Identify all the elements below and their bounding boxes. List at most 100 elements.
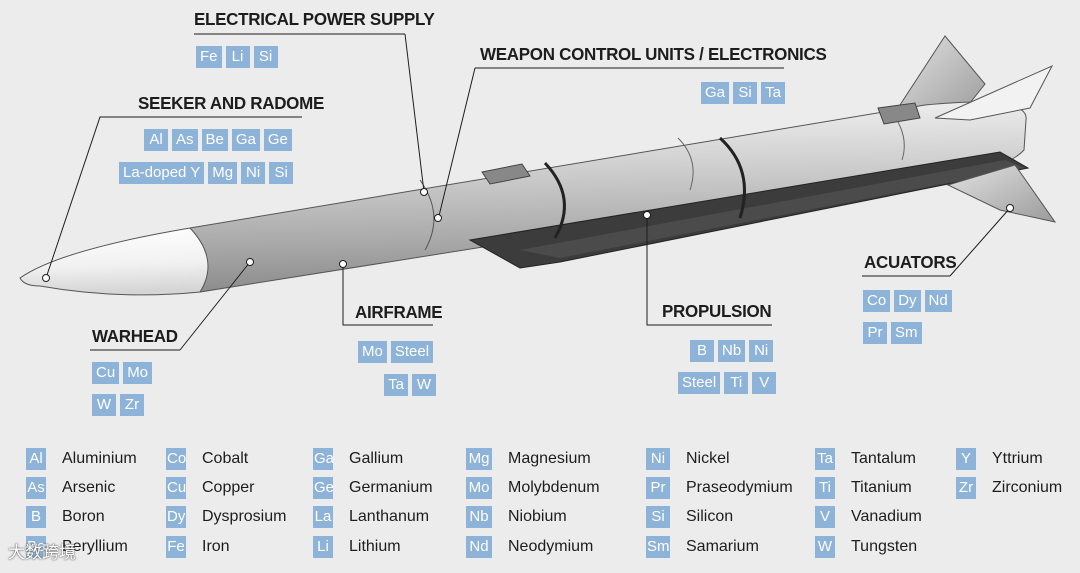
legend-name: Silicon bbox=[686, 508, 734, 525]
legend-name: Aluminium bbox=[62, 450, 137, 467]
legend-symbol: Zr bbox=[956, 477, 976, 499]
airframe-row-1: Mo Steel bbox=[358, 341, 434, 363]
legend-name: Lithium bbox=[349, 538, 401, 555]
legend-symbol: V bbox=[815, 506, 835, 528]
legend-name: Magnesium bbox=[508, 450, 591, 467]
legend-symbol: Dy bbox=[166, 506, 186, 528]
legend-symbol: Si bbox=[646, 506, 670, 528]
legend-symbol: Ta bbox=[815, 448, 835, 470]
actuators-title: ACUATORS bbox=[864, 252, 957, 273]
legend-name: Praseodymium bbox=[686, 479, 793, 496]
element-chip: Be bbox=[201, 129, 228, 151]
warhead-row-1: Cu Mo bbox=[92, 362, 153, 384]
element-chip: Dy bbox=[894, 290, 921, 312]
legend-item: As Arsenic bbox=[26, 477, 115, 499]
element-chip: Fe bbox=[196, 46, 222, 68]
legend-name: Tantalum bbox=[851, 450, 916, 467]
legend-name: Niobium bbox=[508, 508, 567, 525]
legend-name: Samarium bbox=[686, 538, 759, 555]
element-chip: Mo bbox=[358, 341, 387, 363]
element-chip: Nb bbox=[718, 340, 746, 362]
legend-item: Be Beryllium bbox=[26, 536, 128, 558]
seeker-row-1: Al As Be Ga Ge bbox=[144, 129, 292, 151]
warhead-title: WARHEAD bbox=[92, 326, 178, 347]
legend-name: Tungsten bbox=[851, 538, 918, 555]
legend-name: Dysprosium bbox=[202, 508, 287, 525]
legend-item: Ni Nickel bbox=[646, 448, 730, 470]
legend-symbol: Y bbox=[956, 448, 976, 470]
legend-item: Sm Samarium bbox=[646, 536, 759, 558]
element-chip: Zr bbox=[120, 394, 144, 416]
legend-symbol: Co bbox=[166, 448, 186, 470]
legend-name: Nickel bbox=[686, 450, 730, 467]
legend-item: Ge Germanium bbox=[313, 477, 433, 499]
element-chip: Si bbox=[253, 46, 278, 68]
legend-symbol: Al bbox=[26, 448, 46, 470]
power-title: ELECTRICAL POWER SUPPLY bbox=[194, 9, 435, 30]
legend-item: Ga Gallium bbox=[313, 448, 403, 470]
airframe-row-2: Ta W bbox=[384, 374, 436, 396]
seeker-row-2: La-doped Y Mg Ni Si bbox=[119, 162, 294, 184]
legend-item: La Lanthanum bbox=[313, 506, 429, 528]
legend-name: Lanthanum bbox=[349, 508, 430, 525]
propulsion-row-2: Steel Ti V bbox=[678, 372, 777, 394]
element-chip: Cu bbox=[92, 362, 120, 384]
element-chip: La-doped Y bbox=[119, 162, 205, 184]
element-chip: Ge bbox=[263, 129, 292, 151]
legend-symbol: Ni bbox=[646, 448, 670, 470]
legend-item: Nb Niobium bbox=[466, 506, 567, 528]
legend-symbol: Sm bbox=[646, 536, 670, 558]
legend-name: Gallium bbox=[349, 450, 404, 467]
legend-symbol: Nb bbox=[466, 506, 492, 528]
legend-symbol: Ga bbox=[313, 448, 334, 470]
legend-symbol: Be bbox=[26, 536, 46, 558]
element-chip: Ni bbox=[749, 340, 774, 362]
element-chip: Si bbox=[733, 82, 758, 104]
element-chip: Steel bbox=[390, 341, 434, 363]
element-chip: Ga bbox=[701, 82, 730, 104]
legend-symbol: Fe bbox=[166, 536, 186, 558]
leader-lines bbox=[45, 33, 1011, 351]
legend-name: Iron bbox=[202, 538, 230, 555]
legend-name: Beryllium bbox=[62, 538, 128, 555]
element-chip: Mo bbox=[123, 362, 153, 384]
element-chip: Steel bbox=[678, 372, 721, 394]
element-chip: Sm bbox=[891, 322, 922, 344]
element-chip: W bbox=[412, 374, 436, 396]
weapon-title: WEAPON CONTROL UNITS / ELECTRONICS bbox=[480, 44, 827, 65]
element-chip: W bbox=[92, 394, 116, 416]
element-chip: Mg bbox=[208, 162, 238, 184]
element-chip: V bbox=[752, 372, 777, 394]
legend-name: Zirconium bbox=[992, 479, 1063, 496]
legend-item: Zr Zirconium bbox=[956, 477, 1062, 499]
element-chip: Al bbox=[144, 129, 168, 151]
legend-symbol: Ge bbox=[313, 477, 334, 499]
legend-name: Cobalt bbox=[202, 450, 249, 467]
element-chip: Pr bbox=[863, 322, 887, 344]
legend-name: Titanium bbox=[851, 479, 912, 496]
element-chip: Si bbox=[269, 162, 294, 184]
legend-item: Si Silicon bbox=[646, 506, 733, 528]
legend-name: Arsenic bbox=[62, 479, 116, 496]
legend-name: Germanium bbox=[349, 479, 433, 496]
element-chip: Ta bbox=[761, 82, 786, 104]
element-chip: Ga bbox=[231, 129, 260, 151]
legend-symbol: B bbox=[26, 506, 46, 528]
legend-symbol: Mo bbox=[466, 477, 492, 499]
legend-symbol: As bbox=[26, 477, 46, 499]
element-chip: As bbox=[172, 129, 198, 151]
propulsion-title: PROPULSION bbox=[662, 301, 772, 322]
legend-item: Co Cobalt bbox=[166, 448, 248, 470]
element-chip: Ta bbox=[384, 374, 408, 396]
legend-symbol: La bbox=[313, 506, 333, 528]
